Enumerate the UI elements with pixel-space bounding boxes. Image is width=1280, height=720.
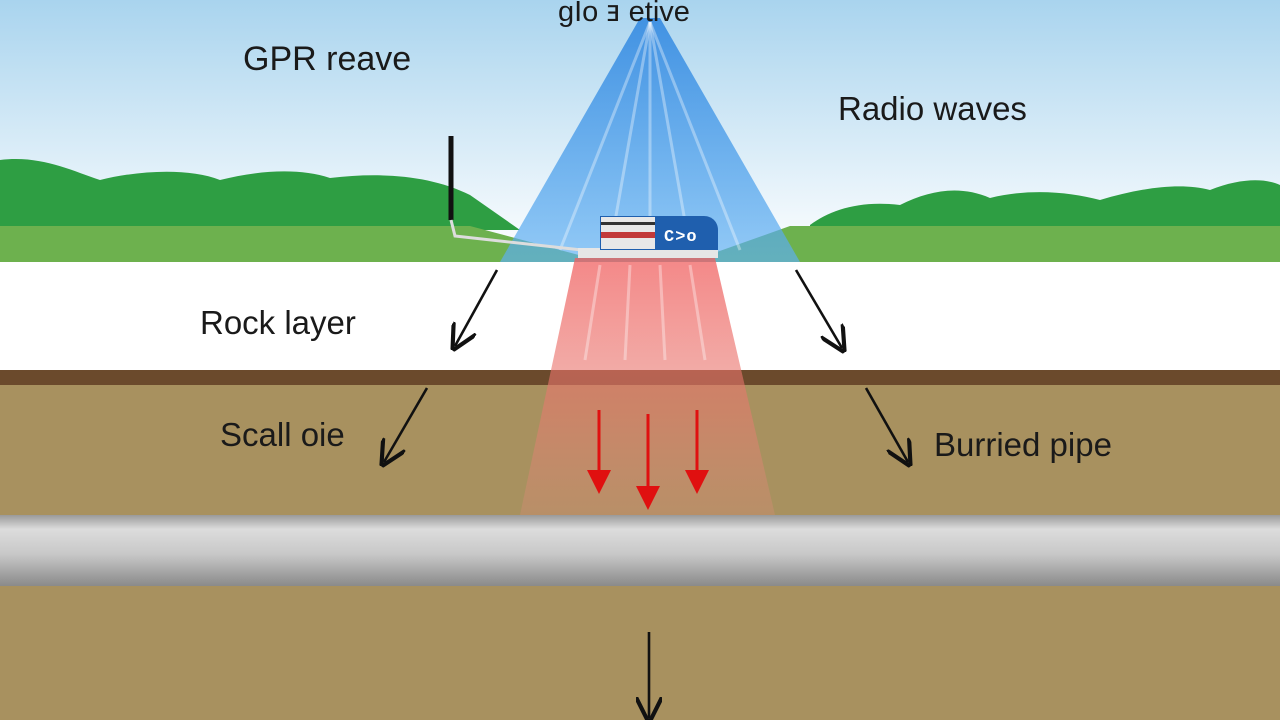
label-radio-waves: Radio waves: [838, 90, 1027, 127]
beam-rays: [558, 21, 742, 251]
hills-right: [810, 180, 1280, 230]
arrow-left-lower: [384, 387, 429, 462]
grass: [0, 226, 1280, 262]
arrow-right-upper: [794, 269, 842, 348]
radio-beam: [500, 18, 800, 262]
penetrating-rays: [583, 264, 707, 361]
arrow-left-upper: [455, 269, 499, 346]
device-screen-text: C>o: [664, 228, 698, 247]
gpr-device: [578, 216, 718, 258]
penetrating-beam: [520, 258, 775, 515]
soil-lower: [0, 586, 1280, 720]
label-top: gIo ⱻ etive: [558, 0, 690, 28]
label-buried-pipe: Burried pipe: [934, 426, 1112, 463]
label-scall: Scall oie: [220, 416, 345, 453]
buried-pipe: [0, 515, 1280, 586]
arrow-right-lower: [864, 387, 908, 462]
label-gpr: GPR reave: [243, 40, 412, 78]
hills-left: [0, 159, 520, 230]
antenna-cable: [449, 219, 601, 254]
label-rock-layer: Rock layer: [200, 304, 356, 341]
